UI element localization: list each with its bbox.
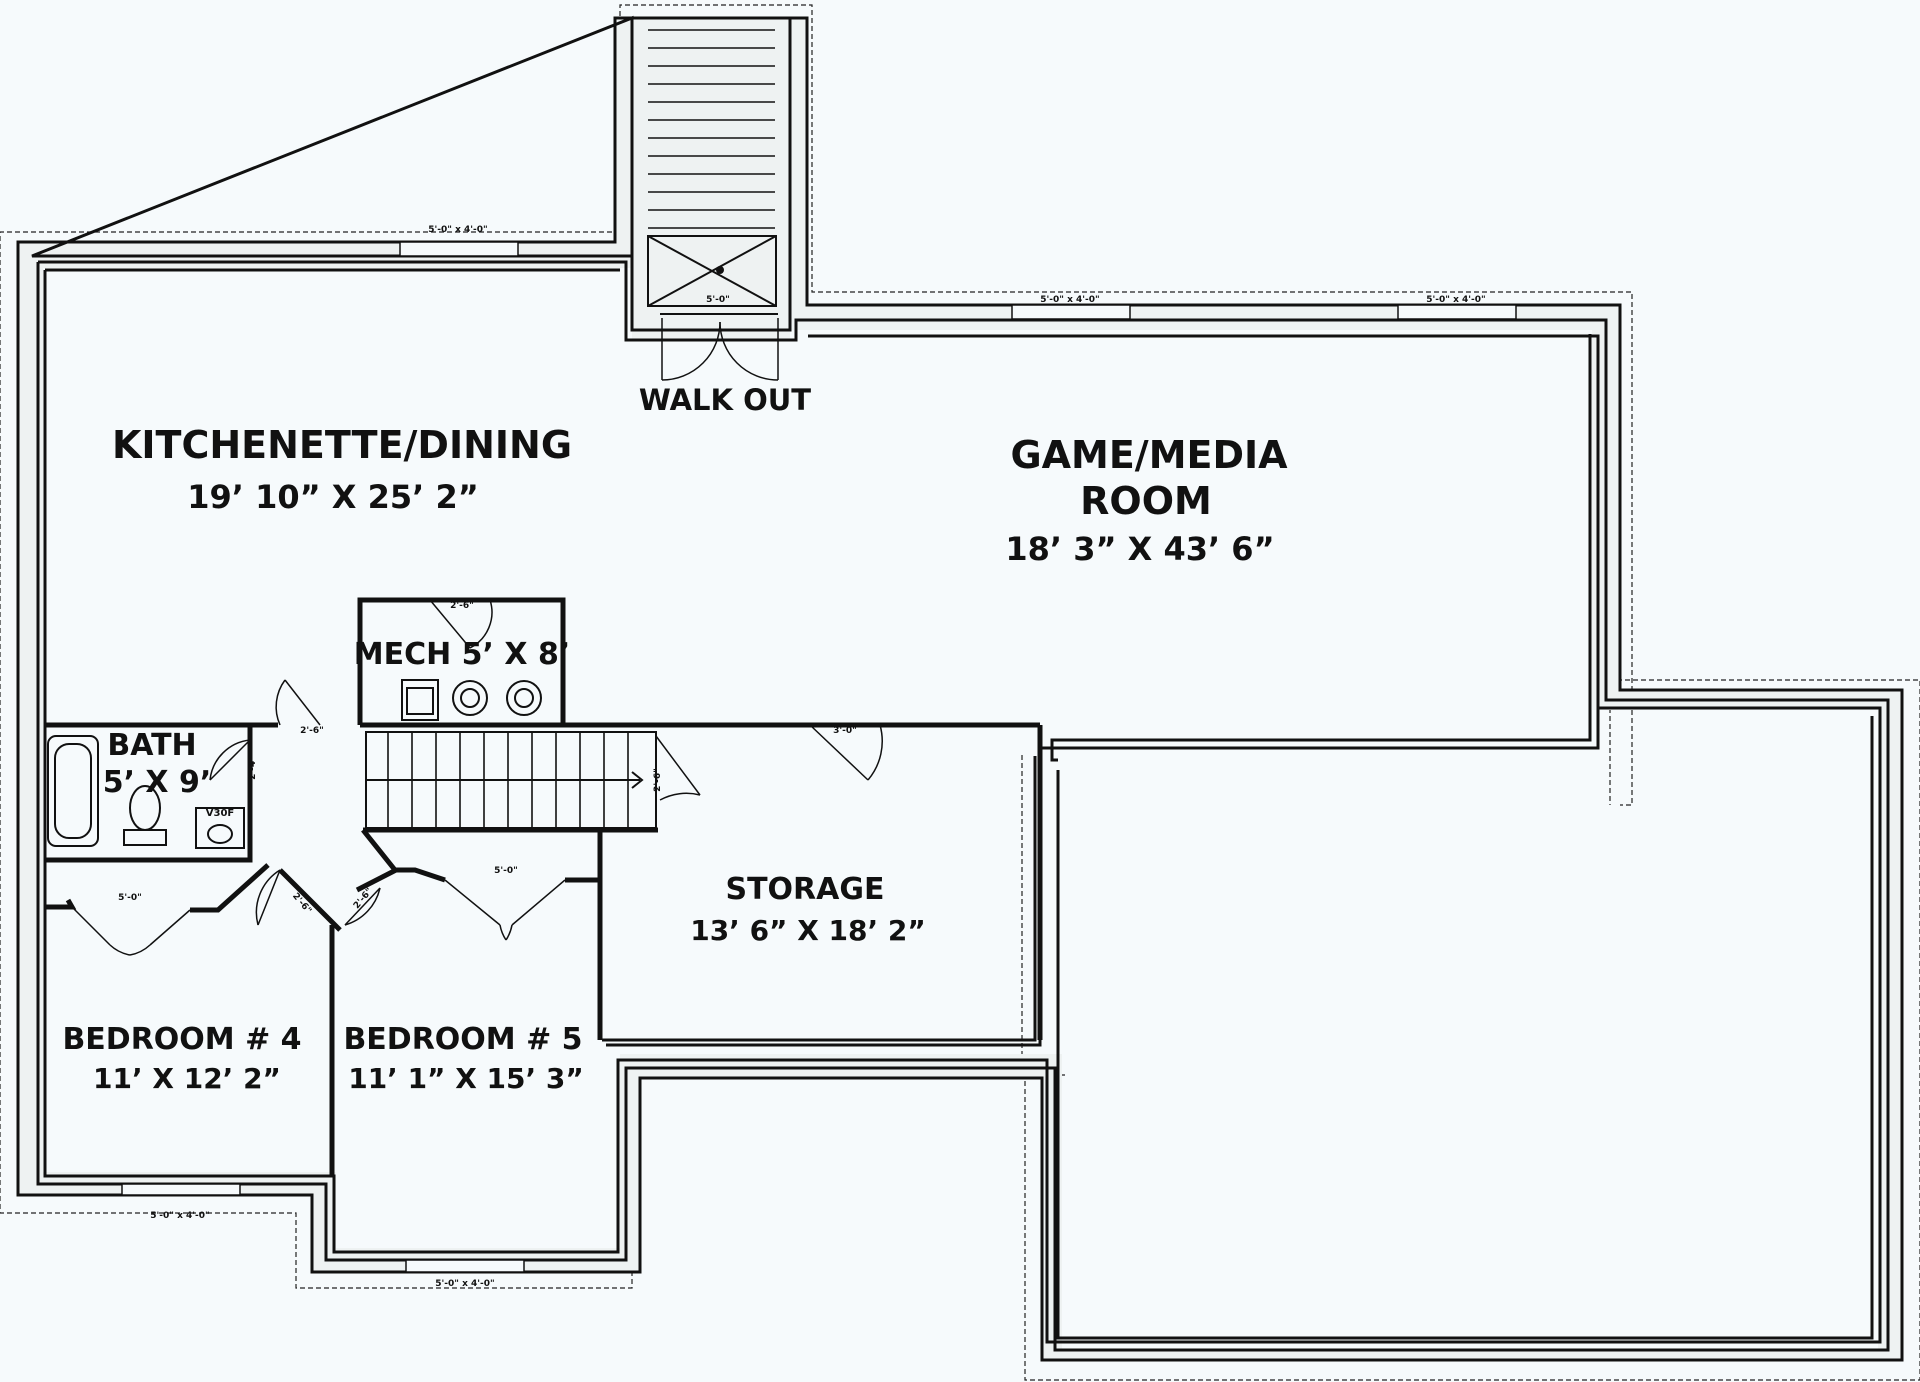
tank-icon <box>506 680 542 716</box>
bath-name: BATH <box>107 728 196 763</box>
door-bath-label: 2'-4" <box>248 756 258 780</box>
window-game-top-left <box>1011 304 1131 320</box>
game-media-dims: 18’ 3” X 43’ 6” <box>1005 530 1274 568</box>
kitchenette-dims: 19’ 10” X 25’ 2” <box>187 478 478 516</box>
furnace-icon <box>452 680 488 716</box>
game-media-name-line1: GAME/MEDIA <box>1010 433 1288 477</box>
bedroom5-dims: 11’ 1” X 15’ 3” <box>348 1062 584 1095</box>
window-kitchen-top <box>399 241 519 257</box>
window-game-top-right-label: 5'-0" x 4'-0" <box>1426 295 1485 305</box>
vanity-label: V30F <box>206 808 235 819</box>
kitchenette-name: KITCHENETTE/DINING <box>112 423 572 467</box>
bedroom4-name: BEDROOM # 4 <box>62 1022 301 1057</box>
bathtub-icon <box>47 735 99 847</box>
door-bed4-label: 2'-6" <box>290 891 313 916</box>
bedroom5-name: BEDROOM # 5 <box>343 1022 582 1057</box>
interior-stair <box>365 731 657 829</box>
window-game-top-left-label: 5'-0" x 4'-0" <box>1040 295 1099 305</box>
door-storage-label: 3'-0" <box>833 726 857 736</box>
door-walkout-label: 5'-0" <box>706 295 730 305</box>
interior-walls <box>45 597 1043 1176</box>
storage-name: STORAGE <box>725 872 884 907</box>
water-heater-icon <box>401 679 439 721</box>
window-bed5-bottom <box>405 1259 525 1273</box>
bath-dims: 5’ X 9’ <box>103 765 212 800</box>
exterior-wall <box>16 15 1904 1362</box>
storage-dims: 13’ 6” X 18’ 2” <box>690 914 926 947</box>
window-kitchen-top-label: 5'-0" x 4'-0" <box>428 225 487 235</box>
bedroom4-dims: 11’ X 12’ 2” <box>93 1062 281 1095</box>
door-mech-label: 2'-6" <box>450 601 474 611</box>
window-game-top-right <box>1397 304 1517 320</box>
walkout-stair <box>647 29 779 381</box>
windows <box>121 241 1517 1273</box>
window-bed4-bottom <box>121 1183 241 1196</box>
door-hall-top-label: 2'-6" <box>300 726 324 736</box>
doors <box>71 599 883 956</box>
mech-name: MECH 5’ X 8’ <box>354 637 570 672</box>
window-bed5-bottom-label: 5'-0" x 4'-0" <box>435 1279 494 1289</box>
window-bed4-bottom-label: 5'-0" x 4'-0" <box>150 1211 209 1221</box>
sink-vanity-icon <box>195 807 245 849</box>
walk-out-label: WALK OUT <box>639 383 811 417</box>
door-bed4-closet-label: 5'-0" <box>118 893 142 903</box>
door-bed5-closet-label: 5'-0" <box>494 866 518 876</box>
door-stair-label: 2'-6" <box>653 768 663 792</box>
game-media-name-line2: ROOM <box>1080 479 1212 523</box>
fixtures <box>47 679 542 849</box>
